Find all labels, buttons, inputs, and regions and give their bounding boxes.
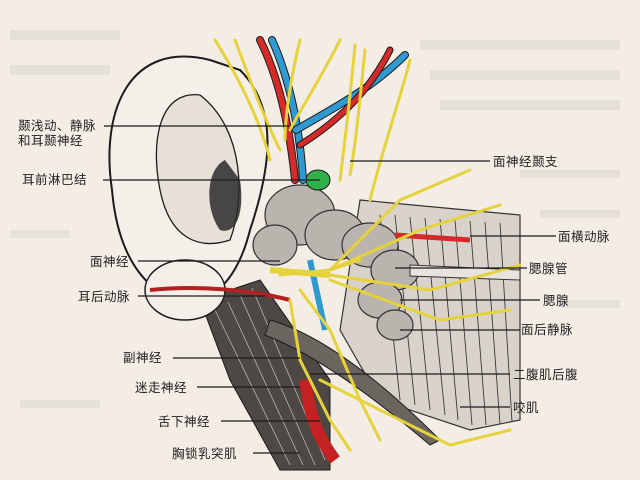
parotid-gland [252, 184, 420, 341]
label-facial-nerve: 面神经 [90, 254, 130, 269]
label-vagus-nerve: 迷走神经 [135, 380, 188, 395]
carotid-artery [299, 379, 340, 464]
label-accessory-nerve: 副神经 [123, 350, 163, 365]
label-line-2: 和耳颞神经 [18, 133, 84, 148]
label-sternocleidomastoid: 胸锁乳突肌 [172, 446, 238, 461]
label-line-1: 颞浅动、静脉 [18, 118, 97, 133]
label-hypoglossal-nerve: 舌下神经 [158, 414, 211, 429]
label-retromandibular-vein: 面后静脉 [521, 322, 574, 337]
sternocleidomastoid-muscle [199, 279, 331, 471]
label-posterior-auricular-artery: 耳后动脉 [78, 289, 131, 304]
leader-lines [103, 125, 556, 454]
label-temporal-branch: 面神经颞支 [493, 154, 559, 169]
background-texture [10, 30, 620, 408]
label-masseter: 咬肌 [513, 400, 540, 415]
label-digastric-posterior-belly: 二腹肌后腹 [513, 367, 579, 382]
posterior-auricular-artery [149, 286, 291, 302]
superficial-temporal-vessels [256, 36, 409, 184]
label-parotid-duct: 腮腺管 [529, 261, 569, 276]
facial-nerve-branches [213, 38, 522, 452]
label-transverse-facial-artery: 面横动脉 [558, 229, 611, 244]
ear [108, 55, 269, 321]
label-superficial-temporal-vessels: 颞浅动、静脉 和耳颞神经 [18, 118, 96, 148]
facial-nerve-trunk [269, 267, 331, 278]
label-parotid-gland: 腮腺 [543, 293, 570, 308]
label-preauricular-lymph-node: 耳前淋巴结 [22, 172, 88, 187]
